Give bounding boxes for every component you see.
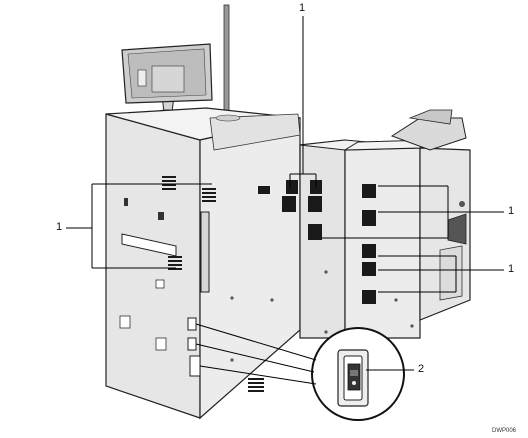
right-unit: [343, 139, 432, 339]
front-vent-upper: [202, 188, 216, 202]
antenna: [223, 4, 230, 118]
power-switch-inset: [311, 327, 405, 421]
leader-lines: [66, 16, 504, 385]
front-vent-lower: [248, 378, 264, 392]
control-panel: [121, 43, 213, 119]
callout-right-lower: 1: [508, 263, 515, 275]
finisher-unit: [390, 109, 471, 321]
right-vents: [362, 184, 376, 304]
callout-inset: 2: [418, 363, 425, 375]
left-vent-upper: [162, 176, 176, 190]
figure-code: DWP006: [492, 428, 517, 434]
left-vent-lower: [168, 256, 182, 270]
main-unit: [105, 107, 301, 420]
callout-left: 1: [56, 221, 63, 233]
callout-top: 1: [299, 2, 306, 14]
callout-right-upper: 1: [508, 205, 515, 217]
